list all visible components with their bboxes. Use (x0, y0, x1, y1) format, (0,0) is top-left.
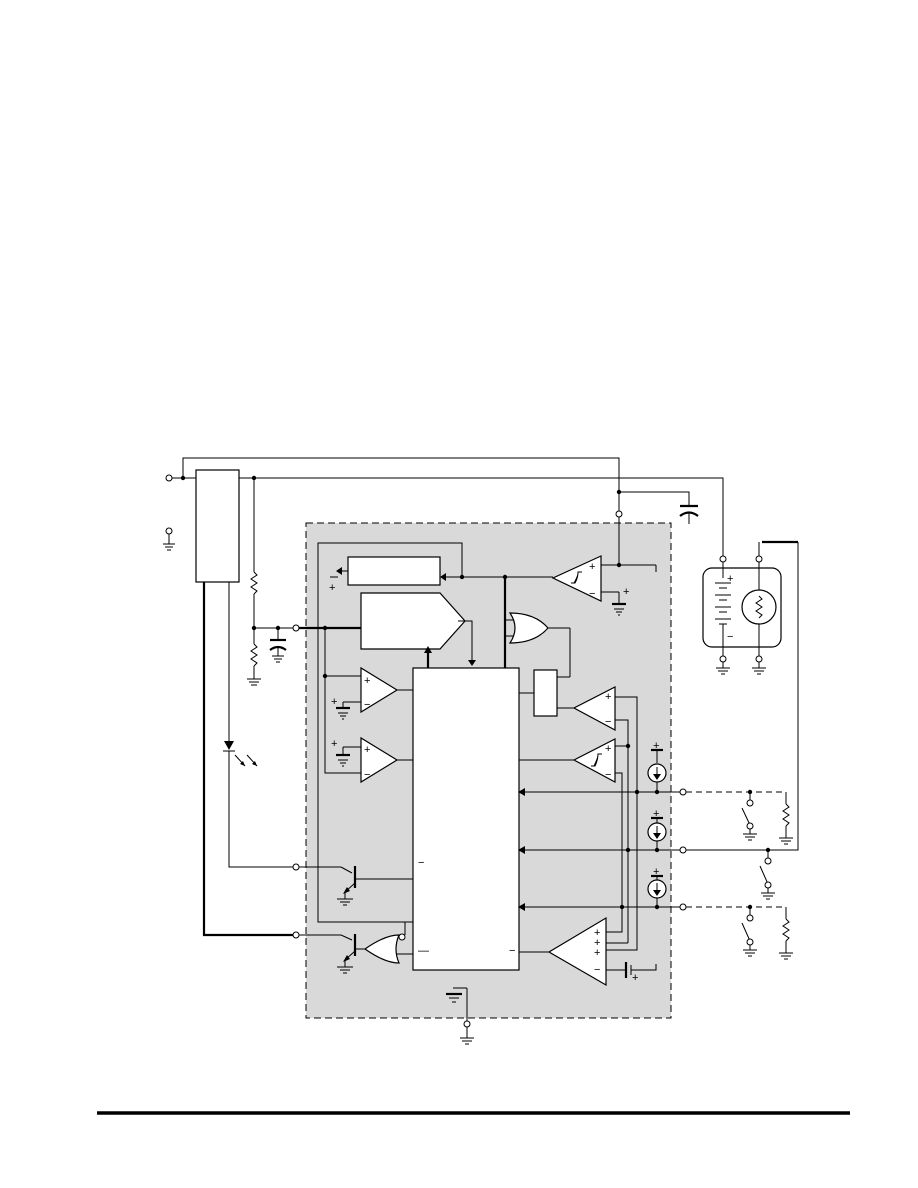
comp3-minus: − (605, 716, 611, 728)
comp2-plus: + (364, 744, 370, 756)
comparator-3: + − (557, 686, 638, 792)
left-ground-pin (163, 527, 175, 551)
comp1-minus: − (364, 699, 370, 711)
amp-plus-2: + (594, 937, 600, 949)
latch-block (533, 669, 558, 717)
comp-top-plus: + (589, 561, 595, 573)
comp-top-minus: − (589, 588, 595, 600)
cs1-plus: + (653, 740, 659, 752)
bottom-amplifier: + + + − + (519, 792, 657, 987)
switch-2 (759, 850, 775, 900)
resistor-r3 (779, 907, 793, 960)
comp4-plus: + (605, 743, 611, 755)
cs2-plus: + (653, 808, 659, 820)
comparator-2: + − + (331, 736, 413, 784)
sense-wire (686, 542, 799, 851)
ic-ground (446, 987, 474, 1045)
converter-block (360, 592, 466, 650)
reference-block-arrow: + (329, 567, 348, 594)
current-source-1: + (647, 740, 667, 792)
resistor-r1 (779, 792, 793, 845)
amp-ref-plus: + (632, 972, 638, 984)
reference-block (347, 556, 441, 586)
comp2-minus: − (364, 769, 370, 781)
comparator-1: + − + (331, 666, 413, 720)
ref-plus-sign: + (329, 582, 335, 594)
switch-1 (741, 792, 757, 841)
battery-minus: − (727, 631, 733, 643)
logic-pin-minus-right: − (509, 945, 515, 957)
battery-plus: + (727, 573, 733, 585)
transistor-2 (292, 931, 365, 974)
external-capacitor (679, 504, 699, 524)
current-source-2: + (647, 808, 667, 850)
comparator-4-hysteresis: + − (519, 738, 631, 943)
input-line-1 (518, 788, 687, 796)
comp4-minus: − (605, 769, 611, 781)
top-or-gate (503, 577, 571, 678)
control-loop-wire (317, 542, 463, 935)
comp-top-ref-plus: + (623, 586, 629, 598)
main-logic-block (412, 667, 520, 971)
converter-output-wire (458, 620, 473, 662)
led-indicator (223, 582, 293, 868)
comp1-ref-plus: + (331, 696, 337, 708)
output-drive-wire (202, 582, 293, 937)
input-line-3 (518, 903, 687, 911)
comp3-plus: + (605, 691, 611, 703)
amp-plus-3: + (594, 947, 600, 959)
left-module-block (195, 469, 240, 583)
amp-minus: − (594, 964, 600, 976)
logic-pin-dash: — (418, 945, 429, 957)
current-source-3: + (647, 866, 667, 907)
cs3-plus: + (653, 866, 659, 878)
logic-pin-minus: − (418, 857, 424, 869)
transistor-1 (292, 863, 413, 906)
top-hysteresis-comparator: + − + (440, 555, 657, 616)
battery-pack: + − (702, 540, 798, 675)
switch-3 (741, 907, 757, 957)
amp-plus-1: + (594, 927, 600, 939)
comp2-ref-plus: + (331, 738, 337, 750)
bottom-or-gate (363, 933, 413, 964)
resistor-divider (247, 478, 361, 774)
comp1-plus: + (364, 675, 370, 687)
